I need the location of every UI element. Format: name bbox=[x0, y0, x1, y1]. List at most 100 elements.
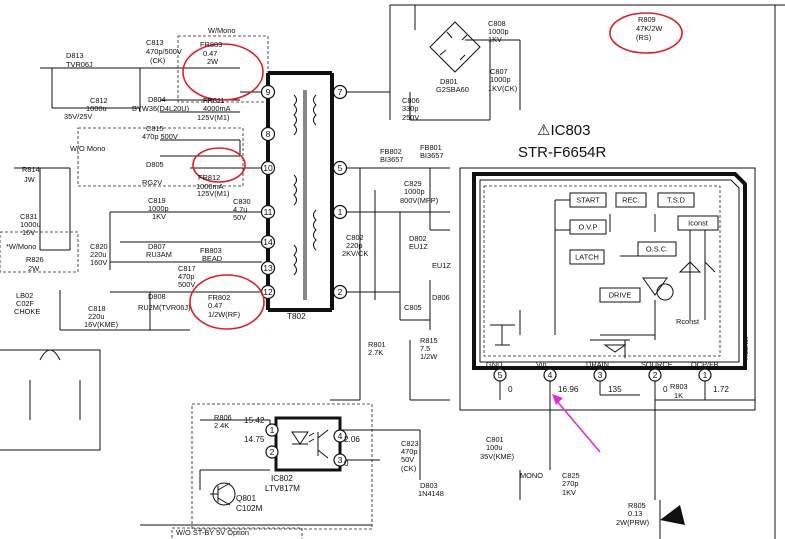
component-label: 1/2W bbox=[420, 352, 437, 361]
ic-pin-number: 4 bbox=[548, 370, 553, 380]
component-label: C831 bbox=[20, 212, 38, 221]
component-label: 1KV(CK) bbox=[488, 84, 517, 93]
component-label: D804 bbox=[148, 95, 166, 104]
transistor-part: C102M bbox=[236, 504, 263, 513]
component-label: RG2V bbox=[142, 178, 162, 187]
component-label: D808 bbox=[148, 292, 166, 301]
transformer-pin bbox=[260, 126, 276, 142]
transformer-pin bbox=[260, 204, 276, 220]
highlight-fr812 bbox=[192, 147, 246, 183]
bridge-rectifier-d801 bbox=[429, 21, 481, 73]
transformer-pin bbox=[260, 260, 276, 276]
opto-ic802 bbox=[274, 416, 342, 472]
ic-block-start bbox=[569, 192, 607, 208]
opto-pin bbox=[333, 453, 347, 467]
component-label: JW bbox=[24, 175, 35, 184]
component-label: FR811 bbox=[203, 96, 225, 105]
transformer-pin-number: 13 bbox=[263, 263, 273, 273]
ic-pin-voltage: 1.72 bbox=[713, 385, 729, 394]
ic-pin-number: 2 bbox=[653, 370, 658, 380]
component-label: 1000p bbox=[404, 187, 425, 196]
component-label: *W/Mono bbox=[6, 242, 36, 251]
component-label: 1N4148 bbox=[418, 489, 444, 498]
opto-pin-voltage: 14.75 bbox=[244, 435, 265, 444]
ic803-pins: 5GND04Vin16.963DRAIN1352SOURCE01OCP/FB1.… bbox=[486, 360, 729, 394]
component-label: 0.47 bbox=[208, 301, 222, 310]
component-label: 125V(M1) bbox=[197, 113, 229, 122]
transformer-pin bbox=[260, 160, 276, 176]
ic-block-start-label: START bbox=[576, 196, 600, 205]
ic-block-tsd bbox=[657, 192, 695, 208]
transformer-pin-number: 8 bbox=[266, 129, 271, 139]
component-label: D805 bbox=[146, 160, 164, 169]
component-label: 270p bbox=[562, 479, 578, 488]
component-label: C02F bbox=[16, 299, 35, 308]
opto-pin-voltage: 0 bbox=[344, 459, 349, 468]
component-label: FB802 bbox=[380, 147, 402, 156]
component-label: C818 bbox=[88, 304, 106, 313]
component-labels: D813TVR06JC813470p/500V(CK)C8121000u35V/… bbox=[6, 15, 688, 537]
component-label: (CK) bbox=[150, 56, 165, 65]
component-label: MONO bbox=[520, 471, 543, 480]
component-label: C812 bbox=[90, 96, 108, 105]
annotations bbox=[182, 12, 685, 525]
ic-block-tsd-label: T.S.D bbox=[667, 196, 685, 205]
component-label: C805 bbox=[404, 303, 422, 312]
component-label: C820 bbox=[90, 242, 108, 251]
arrow-vin-head bbox=[552, 394, 563, 405]
ic803-title: ⚠IC803 bbox=[537, 122, 590, 139]
component-label: 500V bbox=[178, 280, 195, 289]
transformer-pin bbox=[332, 84, 348, 100]
component-label: 470p bbox=[401, 447, 417, 456]
component-label: 1KV bbox=[562, 488, 576, 497]
ic-block-rec-label: REC. bbox=[622, 196, 640, 205]
ic-block-ovp bbox=[569, 219, 607, 235]
opto-pin-number: 4 bbox=[338, 431, 343, 441]
ic803-rconst: Rconst bbox=[676, 317, 699, 326]
ic-pin-3 bbox=[593, 368, 607, 382]
component-label: BI3657 bbox=[420, 151, 443, 160]
opto-pin-number: 3 bbox=[338, 455, 343, 465]
component-label: R826 bbox=[26, 255, 44, 264]
ic-block-iconst-label: Iconst bbox=[688, 219, 708, 228]
component-label: C813 bbox=[146, 38, 164, 47]
ic-block-iconst bbox=[677, 215, 719, 231]
component-label: C825 bbox=[562, 471, 580, 480]
ic-pin-name: OCP/FB bbox=[691, 360, 719, 369]
component-label: 1000u bbox=[86, 104, 107, 113]
component-label: 4000mA bbox=[203, 104, 231, 113]
component-label: 1KV bbox=[488, 35, 502, 44]
component-label: CHOKE bbox=[14, 307, 40, 316]
component-label: C823 bbox=[401, 439, 419, 448]
ic-pin-1 bbox=[698, 368, 712, 382]
transformer-pin-number: 1 bbox=[338, 207, 343, 217]
component-label: 1/2W(RF) bbox=[208, 310, 240, 319]
component-label: 1K bbox=[674, 391, 683, 400]
ic-block-osc bbox=[637, 241, 677, 257]
component-label: 16V bbox=[22, 228, 35, 237]
component-label: 1000p bbox=[148, 204, 169, 213]
wires bbox=[0, 4, 785, 539]
ic803-rconst-2: Rconst bbox=[741, 337, 750, 360]
component-label: C801 bbox=[486, 435, 504, 444]
ic-pin-number: 5 bbox=[498, 370, 503, 380]
component-label: R801 bbox=[368, 340, 386, 349]
transistor-q801 bbox=[210, 482, 236, 506]
component-label: 35V/25V bbox=[64, 112, 92, 121]
component-label: EU1Z bbox=[409, 242, 428, 251]
ic-pin-voltage: 0 bbox=[663, 385, 668, 394]
transformer-pin bbox=[332, 160, 348, 176]
ic-pin-voltage: 135 bbox=[608, 385, 622, 394]
component-label: 2W bbox=[28, 264, 39, 273]
opto-pin-number: 1 bbox=[270, 425, 275, 435]
component-label: BEAD bbox=[202, 254, 222, 263]
ic-pin-number: 1 bbox=[703, 370, 708, 380]
component-label: 2W(PRW) bbox=[616, 518, 649, 527]
ic-block-rec bbox=[615, 192, 647, 208]
component-label: R805 bbox=[628, 501, 646, 510]
component-label: (RS) bbox=[636, 33, 651, 42]
